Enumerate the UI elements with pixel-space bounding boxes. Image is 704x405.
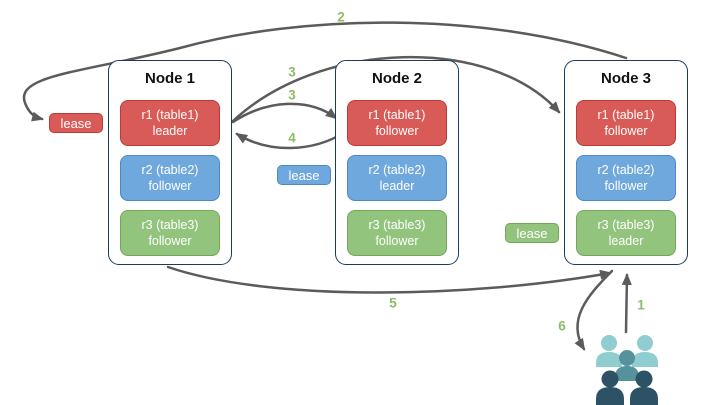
lease-badge-r1: lease [49, 113, 103, 133]
range-role: leader [608, 234, 644, 248]
lease-badge-r2: lease [277, 165, 331, 185]
lease-badge-r3: lease [505, 223, 559, 243]
node-1-range-r3: r3 (table3) follower [120, 210, 220, 256]
range-role: leader [379, 179, 415, 193]
node-1: Node 1 r1 (table1) leader r2 (table2) fo… [108, 60, 232, 265]
node-2-title: Node 2 [371, 70, 422, 87]
range-name: r3 (table3) [597, 217, 655, 232]
arrow-step-3-to-node2 [231, 102, 338, 124]
arrow-step-5 [166, 265, 612, 294]
node-2: Node 2 r1 (table1) follower r2 (table2) … [335, 60, 459, 265]
node-2-range-r2: r2 (table2) leader [347, 155, 447, 201]
step-label-3-lower: 3 [288, 87, 296, 103]
step-label-3-upper: 3 [288, 64, 296, 80]
step-label-1: 1 [637, 297, 645, 313]
range-role: follower [604, 124, 648, 138]
step-label-6: 6 [558, 318, 566, 334]
node-2-range-r3: r3 (table3) follower [347, 210, 447, 256]
range-name: r2 (table2) [368, 162, 426, 177]
step-label-4: 4 [288, 130, 296, 146]
node-3-range-r1: r1 (table1) follower [576, 100, 676, 146]
range-role: leader [152, 124, 188, 138]
range-role: follower [604, 179, 648, 193]
node-2-range-r1: r1 (table1) follower [347, 100, 447, 146]
arrow-step-1 [621, 273, 632, 334]
node-1-range-r2: r2 (table2) follower [120, 155, 220, 201]
step-label-2: 2 [337, 9, 345, 25]
node-3-range-r2: r2 (table2) follower [576, 155, 676, 201]
node-3-range-r3: r3 (table3) leader [576, 210, 676, 256]
range-name: r1 (table1) [368, 107, 426, 122]
range-role: follower [148, 179, 192, 193]
range-name: r3 (table3) [141, 217, 199, 232]
node-3: Node 3 r1 (table1) follower r2 (table2) … [564, 60, 688, 265]
range-role: follower [375, 124, 419, 138]
step-label-5: 5 [389, 295, 397, 311]
range-role: follower [375, 234, 419, 248]
users-group-icon [596, 335, 658, 405]
range-name: r2 (table2) [141, 162, 199, 177]
range-name: r1 (table1) [141, 107, 199, 122]
range-role: follower [148, 234, 192, 248]
node-1-title: Node 1 [144, 70, 195, 87]
node-3-title: Node 3 [600, 70, 651, 87]
range-name: r1 (table1) [597, 107, 655, 122]
node-1-range-r1: r1 (table1) leader [120, 100, 220, 146]
range-name: r3 (table3) [368, 217, 426, 232]
range-name: r2 (table2) [597, 162, 655, 177]
